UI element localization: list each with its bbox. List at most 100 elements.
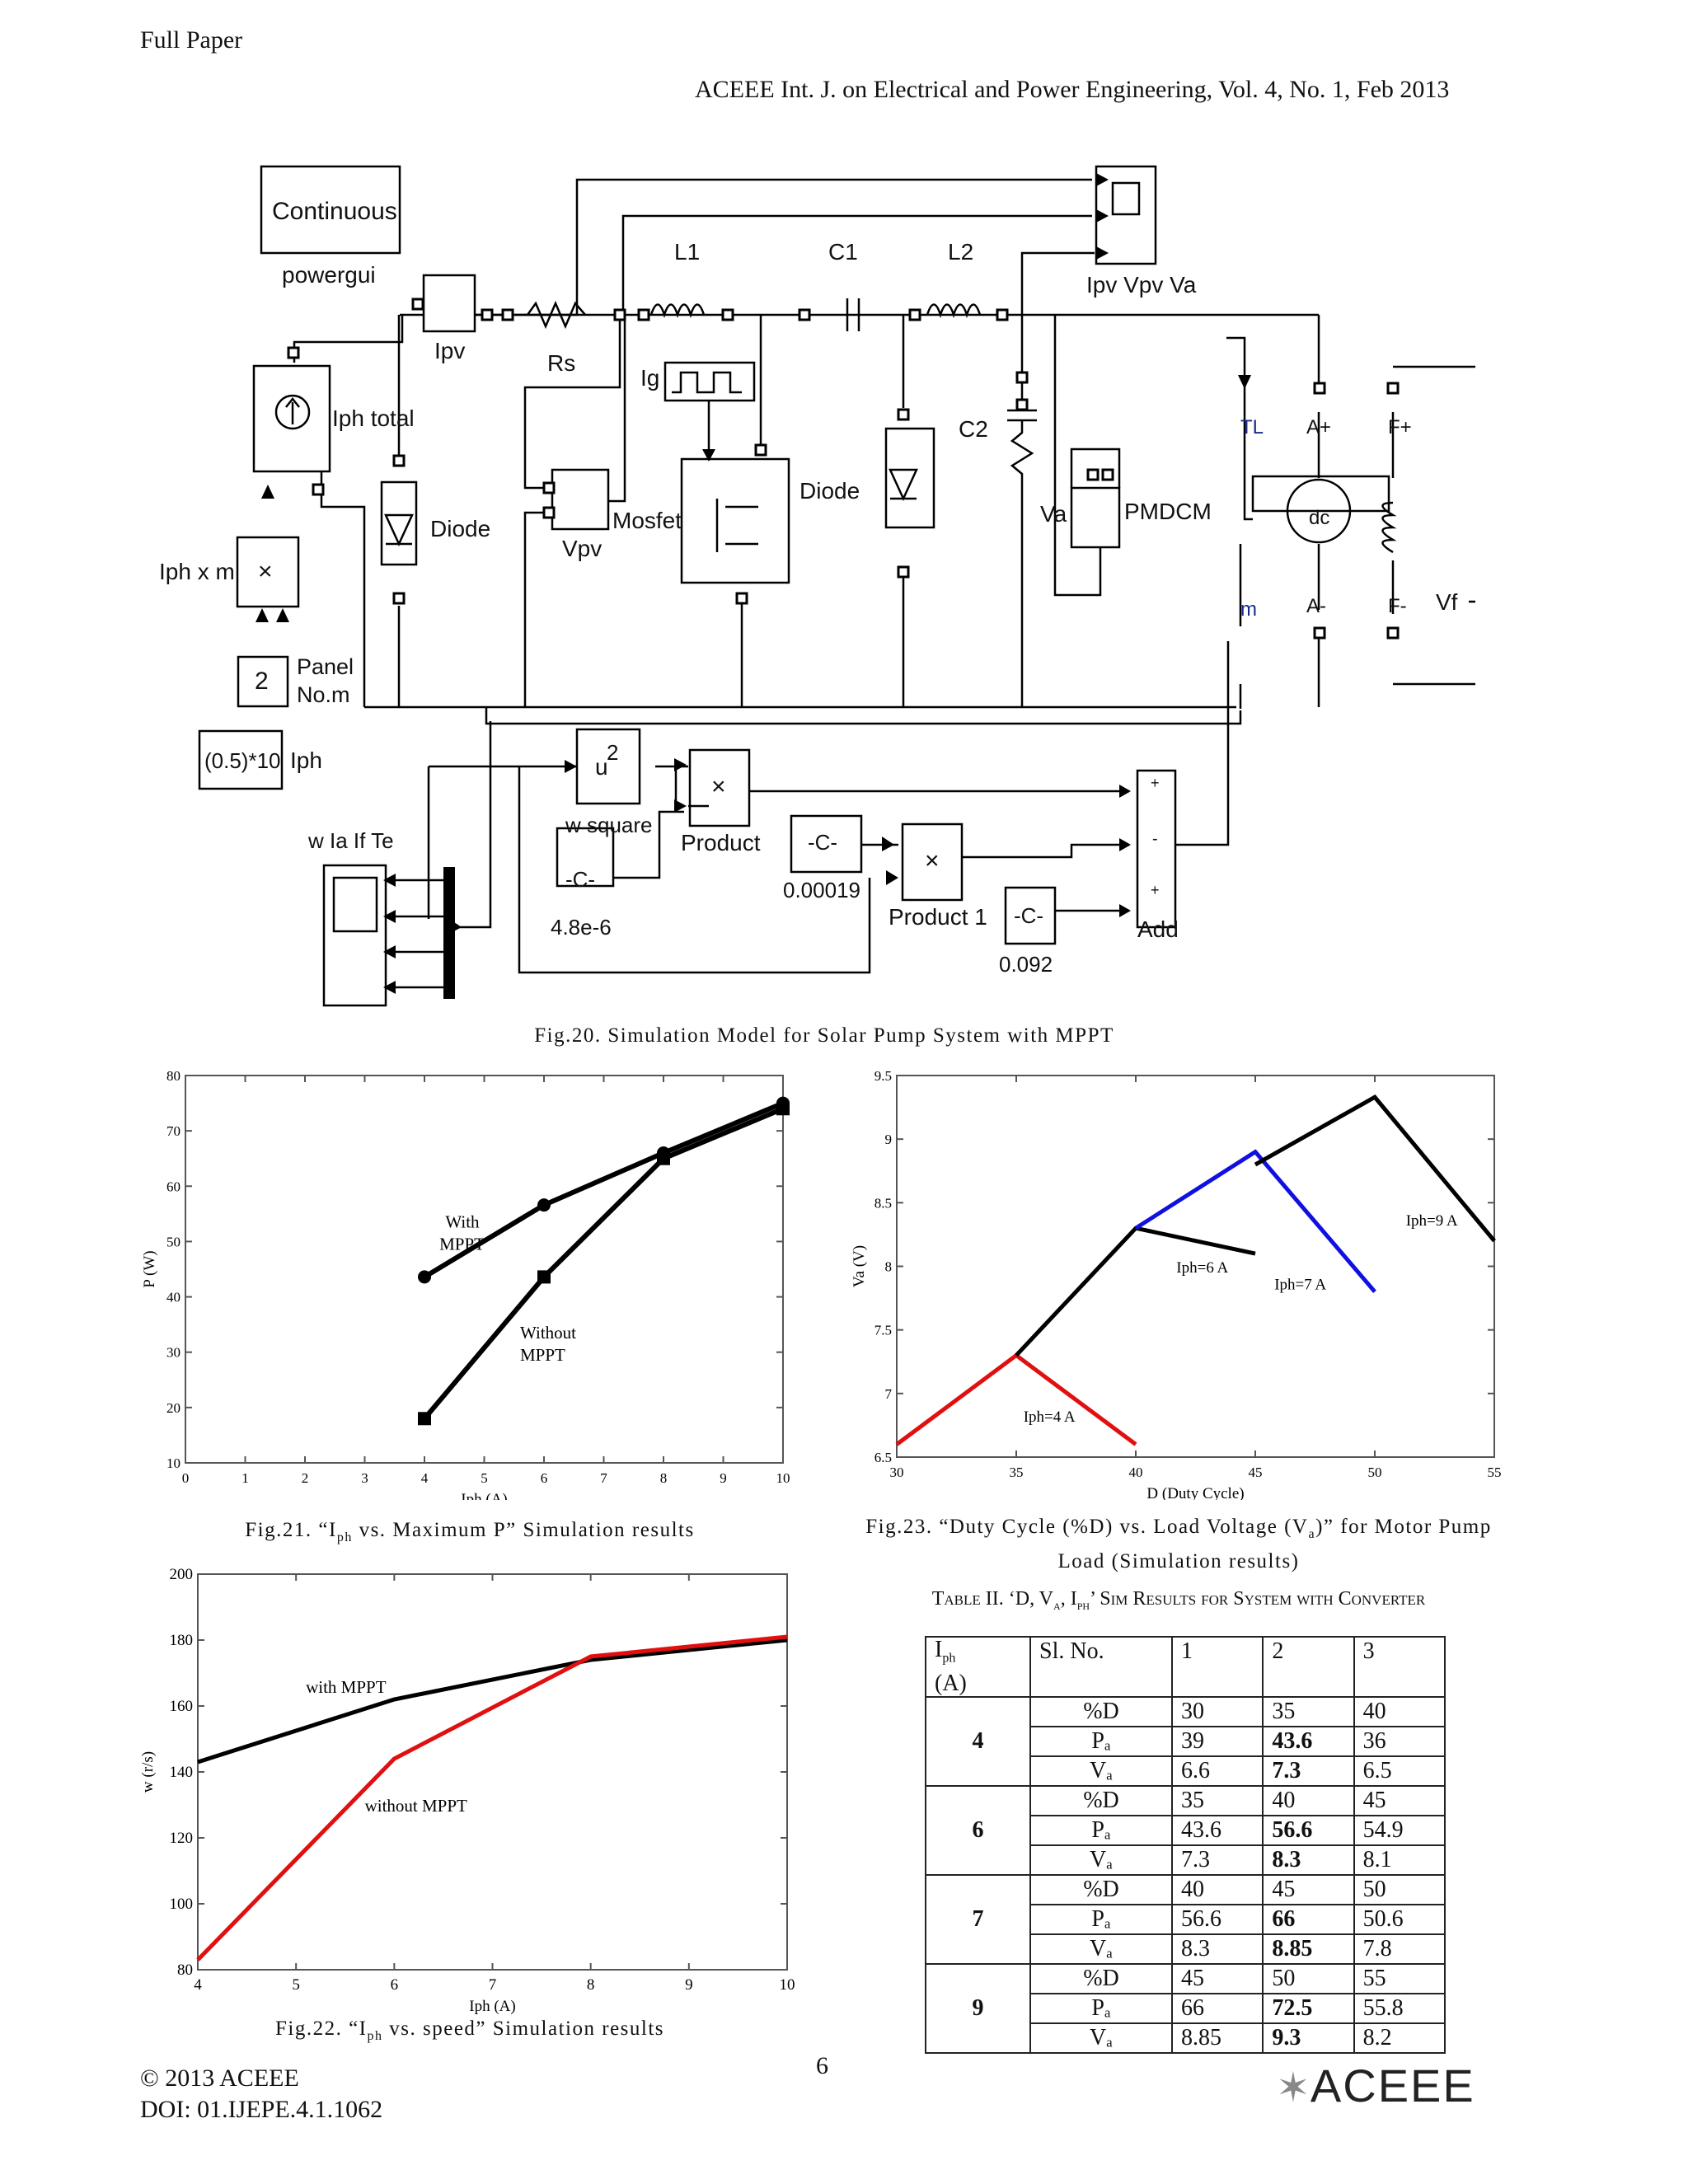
param-label: Vₐ <box>1029 1844 1173 1876</box>
y-tick-label: 80 <box>166 1068 181 1084</box>
value-cell: 35 <box>1262 1695 1355 1727</box>
ipv-label: Ipv <box>434 338 466 363</box>
doi: DOI: 01.IJEPE.4.1.1062 <box>140 2096 383 2123</box>
fig23-caption-post: )” for Motor Pump <box>1315 1516 1492 1538</box>
plot-area <box>896 1075 1495 1458</box>
product1-label: Product 1 <box>889 904 987 930</box>
x-tick-label: 2 <box>302 1470 309 1486</box>
x-tick-label: 10 <box>780 1976 795 1994</box>
series-line-0 <box>423 1100 785 1279</box>
fig21-caption-post: vs. Maximum P” Simulation results <box>352 1519 695 1541</box>
annotation: Iph=7 A <box>1274 1276 1326 1293</box>
y-tick-label: 60 <box>166 1179 181 1194</box>
a-plus-label: A+ <box>1306 416 1332 438</box>
value-cell: 50 <box>1262 1962 1355 1994</box>
table2-title-part: C <box>1333 1588 1352 1610</box>
x-tick-label: 45 <box>1249 1465 1263 1480</box>
param-label: %D <box>1029 1873 1173 1905</box>
param-label: %D <box>1029 1784 1173 1816</box>
param-label: Pₐ <box>1029 1725 1173 1757</box>
fig23-caption-pre: Fig.23. “Duty Cycle (%D) vs. Load Voltag… <box>865 1516 1309 1538</box>
a-minus-label: A- <box>1306 595 1326 617</box>
fig22-caption-sub: ph <box>367 2029 383 2043</box>
param-label: Vₐ <box>1029 1755 1173 1787</box>
vpv-voltage-meter <box>551 468 610 531</box>
param-label: Vₐ <box>1029 2022 1173 2054</box>
y-tick-label: 50 <box>166 1234 181 1249</box>
table2-title-part: ’ S <box>1090 1588 1111 1610</box>
value-cell: 7.8 <box>1353 1933 1447 1965</box>
data-point <box>537 1198 551 1212</box>
iph-group-cell: 6 <box>925 1784 1031 1876</box>
value-cell: 54.9 <box>1353 1814 1447 1846</box>
iph-group-cell: 4 <box>925 1695 1031 1787</box>
gain2-symbol: -C- <box>808 830 838 855</box>
fig21-caption: Fig.21. “Iph vs. Maximum P” Simulation r… <box>140 1519 799 1545</box>
add-block <box>1136 769 1177 929</box>
f-minus-label: F- <box>1388 595 1407 617</box>
table2-title-part: ABLE <box>944 1592 981 1608</box>
product1-block <box>901 823 964 902</box>
diode1-block <box>380 480 418 566</box>
y-tick-label: 30 <box>166 1345 181 1361</box>
value-cell: 50.6 <box>1353 1903 1447 1935</box>
m-label: m <box>1240 598 1257 621</box>
product-block <box>688 748 751 827</box>
fig23-caption-line1: Fig.23. “Duty Cycle (%D) vs. Load Voltag… <box>849 1513 1508 1548</box>
value-cell: 45 <box>1353 1784 1447 1816</box>
product-symbol: × <box>711 773 726 800</box>
iph-label: Iph <box>290 748 322 773</box>
add-minus: - <box>1152 830 1158 848</box>
y-tick-label: 80 <box>177 1961 193 1979</box>
c1-label: C1 <box>828 239 858 265</box>
x-tick-label: 6 <box>541 1470 548 1486</box>
annotation: Iph=6 A <box>1176 1259 1228 1277</box>
value-cell: 8.2 <box>1353 2022 1447 2054</box>
series-line-1 <box>196 1634 788 1961</box>
y-tick-label: 120 <box>170 1830 194 1847</box>
value-cell: 8.1 <box>1353 1844 1447 1876</box>
y-tick-label: 160 <box>170 1698 194 1715</box>
value-cell: 50 <box>1353 1873 1447 1905</box>
series-line-2 <box>1134 1149 1376 1293</box>
value-cell: 40 <box>1353 1695 1447 1727</box>
multiply-block <box>236 536 300 608</box>
x-axis-label: D (Duty Cycle) <box>1146 1485 1244 1500</box>
value-cell: 55.8 <box>1353 1992 1447 2024</box>
l2-label: L2 <box>948 239 974 265</box>
x-axis-label: Iph (A) <box>469 1998 515 2015</box>
simulink-diagram <box>198 165 1475 1007</box>
y-tick-label: 200 <box>170 1566 194 1583</box>
param-label: Pₐ <box>1029 1903 1173 1935</box>
y-tick-label: 7 <box>885 1386 893 1402</box>
y-tick-label: 8 <box>885 1259 893 1275</box>
annotation: with MPPT <box>306 1677 387 1697</box>
vpv-label: Vpv <box>562 536 603 561</box>
param-label: Pₐ <box>1029 1814 1173 1846</box>
table2-title-part: WITH <box>1296 1592 1334 1608</box>
value-cell: 8.3 <box>1262 1844 1355 1876</box>
annotation: MPPT <box>439 1235 485 1254</box>
x-tick-label: 1 <box>241 1470 249 1486</box>
data-point <box>418 1412 431 1426</box>
value-cell: 66 <box>1170 1992 1264 2024</box>
value-cell: 7.3 <box>1262 1755 1355 1787</box>
iph-const-value: (0.5)*10 <box>204 748 281 773</box>
x-tick-label: 6 <box>391 1976 399 1994</box>
table2-title-part: A <box>1053 1600 1061 1612</box>
gain-block-0.092 <box>1004 886 1057 945</box>
x-tick-label: 40 <box>1129 1465 1143 1480</box>
iph-constant <box>198 729 284 790</box>
x-tick-label: 3 <box>361 1470 368 1486</box>
scope-top-label: Ipv Vpv Va <box>1086 272 1197 298</box>
value-cell: 56.6 <box>1170 1903 1264 1935</box>
